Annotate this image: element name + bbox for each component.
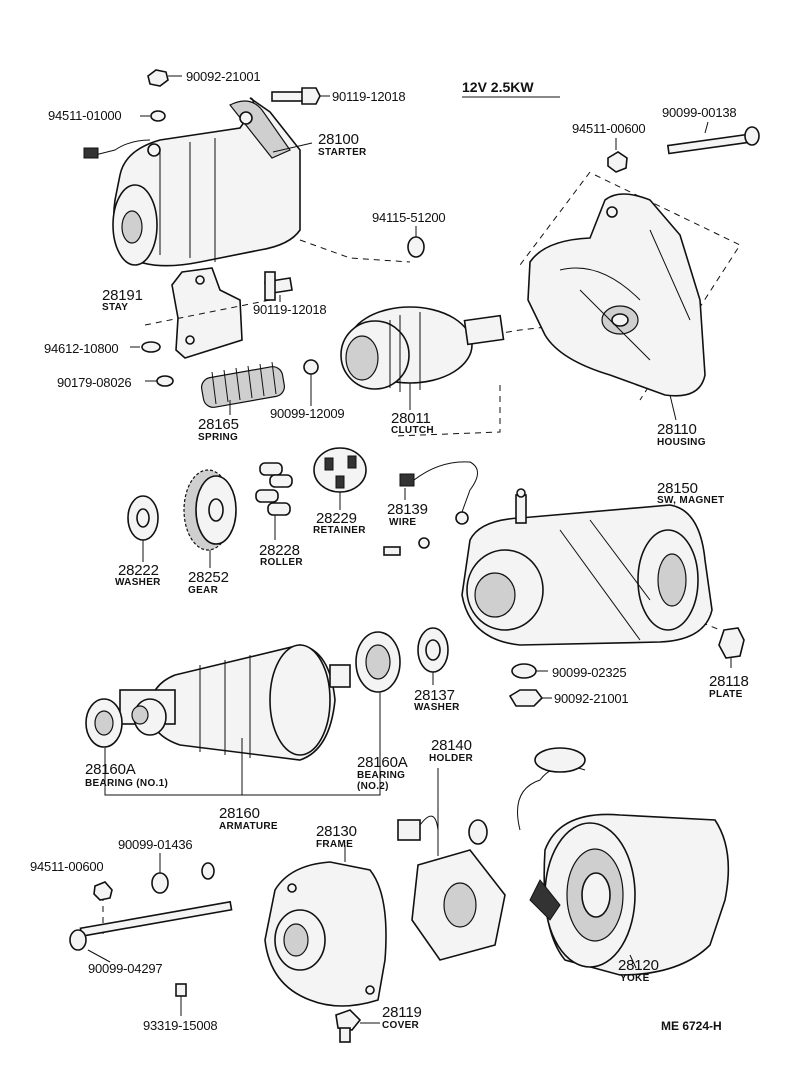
part-name-clutch: CLUTCH — [391, 425, 434, 436]
part-number-28229: 28229 — [316, 510, 357, 527]
part-number-28110: 28110 — [657, 421, 697, 438]
part-number-90099-00138: 90099-00138 — [662, 105, 737, 120]
part-name-housing: HOUSING — [657, 437, 706, 448]
diagram-code: ME 6724-H — [661, 1019, 722, 1033]
yoke-drawing — [517, 747, 730, 976]
part-number-28160a-no1: 28160A — [85, 761, 136, 778]
part-name-washer-right: WASHER — [414, 702, 460, 713]
part-name-bearing-no2-suffix: (NO.2) — [357, 781, 389, 792]
part-number-28130: 28130 — [316, 823, 357, 840]
part-name-wire: WIRE — [389, 517, 417, 528]
magnet-switch-drawing — [461, 488, 713, 646]
part-number-28140: 28140 — [431, 737, 472, 754]
part-name-gear: GEAR — [188, 585, 219, 596]
part-number-28252: 28252 — [188, 569, 229, 586]
spring-drawing — [201, 361, 285, 408]
part-name-yoke: YOKE — [620, 973, 650, 984]
part-number-90179-08026: 90179-08026 — [57, 375, 132, 390]
part-name-sw-magnet: SW, MAGNET — [657, 495, 725, 506]
bolt-top-drawing — [271, 87, 321, 105]
part-number-94612-10800: 94612-10800 — [44, 341, 119, 356]
stay-bracket-drawing — [171, 267, 243, 359]
part-number-28119: 28119 — [382, 1004, 422, 1021]
voltage-power-spec: 12V 2.5KW — [462, 79, 534, 95]
clutch-drawing — [340, 306, 505, 392]
part-number-28160a-no2: 28160A — [357, 754, 408, 771]
part-number-28191: 28191 — [102, 287, 143, 304]
long-bolt-drawing — [666, 126, 760, 155]
part-number-28118: 28118 — [709, 673, 749, 690]
part-number-90099-02325: 90099-02325 — [552, 665, 627, 680]
part-name-bearing-no2: BEARING — [357, 770, 406, 781]
part-number-94511-01000: 94511-01000 — [48, 108, 122, 123]
part-number-28222: 28222 — [118, 562, 159, 579]
brush-holder-drawing — [397, 768, 506, 961]
part-name-retainer: RETAINER — [313, 525, 366, 536]
frame-drawing — [264, 861, 387, 1007]
part-name-starter: STARTER — [318, 147, 367, 158]
part-number-28160: 28160 — [219, 805, 260, 822]
part-name-washer-left: WASHER — [115, 577, 161, 588]
part-name-bearing-no1: BEARING (NO.1) — [85, 778, 169, 789]
part-name-roller: ROLLER — [260, 557, 303, 568]
part-number-90099-01436: 90099-01436 — [118, 837, 193, 852]
part-name-armature: ARMATURE — [219, 821, 278, 832]
rollers-drawing — [255, 462, 293, 516]
part-name-spring: SPRING — [198, 432, 239, 443]
part-number-93319-15008: 93319-15008 — [143, 1018, 218, 1033]
part-name-plate: PLATE — [709, 689, 743, 700]
part-name-holder: HOLDER — [429, 753, 474, 764]
housing-drawing — [527, 193, 706, 397]
nut-top-drawing — [147, 69, 169, 87]
through-bolt-drawing — [69, 900, 233, 951]
part-number-28137: 28137 — [414, 687, 455, 704]
part-number-90119-12018-top: 90119-12018 — [332, 89, 406, 104]
part-number-94511-00600-bottom: 94511-00600 — [30, 859, 104, 874]
part-number-28100: 28100 — [318, 131, 359, 148]
gear-drawing — [183, 469, 237, 551]
part-number-90119-12018-mid: 90119-12018 — [253, 302, 327, 317]
part-number-28120: 28120 — [618, 957, 659, 974]
armature-drawing — [119, 644, 351, 761]
retainer-drawing — [313, 447, 367, 493]
part-number-90092-21001-top: 90092-21001 — [186, 69, 261, 84]
wire-drawing — [399, 461, 478, 525]
part-number-90099-04297: 90099-04297 — [88, 961, 163, 976]
part-number-28011: 28011 — [391, 410, 431, 427]
part-number-28150: 28150 — [657, 480, 698, 497]
part-number-94115-51200: 94115-51200 — [372, 210, 446, 225]
part-name-stay: STAY — [102, 302, 129, 313]
part-name-cover: COVER — [382, 1020, 420, 1031]
part-number-90092-21001-bottom: 90092-21001 — [554, 691, 629, 706]
part-number-94511-00600-top: 94511-00600 — [572, 121, 646, 136]
part-name-frame: FRAME — [316, 839, 354, 850]
part-number-90099-12009: 90099-12009 — [270, 406, 345, 421]
part-number-28165: 28165 — [198, 416, 239, 433]
part-number-28139: 28139 — [387, 501, 428, 518]
part-number-28228: 28228 — [259, 542, 300, 559]
starter-assembly-drawing — [83, 97, 301, 267]
